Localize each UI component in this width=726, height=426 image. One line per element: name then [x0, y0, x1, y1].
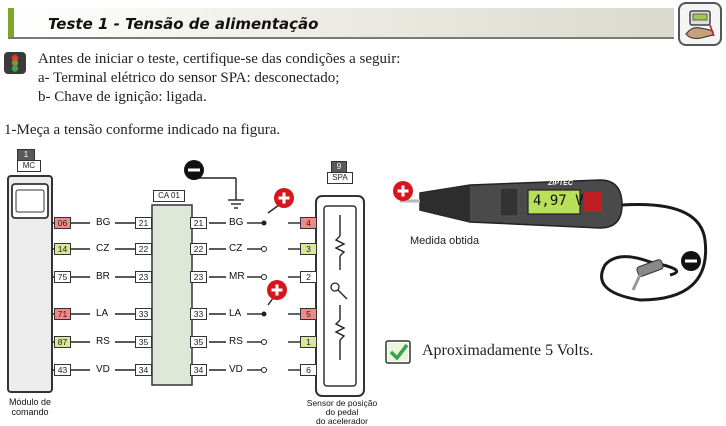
- mc-pin: 14: [54, 243, 71, 255]
- step-text: 1-Meça a tensão conforme indicado na fig…: [4, 122, 281, 138]
- wire-label: MR: [229, 271, 245, 282]
- ca01-code: CA 01: [153, 190, 185, 202]
- label-line: Módulo de: [8, 397, 52, 407]
- module-mc-body: [7, 175, 53, 393]
- spa-body: [315, 195, 365, 397]
- ca01-left-pin: 23: [135, 271, 152, 283]
- mc-pin: 71: [54, 308, 71, 320]
- ca01-left-pin: 22: [135, 243, 152, 255]
- minus-probe-icon: [184, 160, 204, 180]
- multimeter-device: [400, 179, 708, 302]
- spa-pin: 5: [300, 308, 317, 320]
- ca01-right-pin: 33: [190, 308, 207, 320]
- instruction-line: a- Terminal elétrico do sensor SPA: desc…: [38, 70, 340, 86]
- ca01-left-pin: 21: [135, 217, 152, 229]
- label-line: Sensor de posição: [306, 398, 378, 408]
- ca01-left-pin: 34: [135, 364, 152, 376]
- plus-probe-icon: [274, 188, 294, 208]
- traffic-light-icon: [4, 52, 26, 74]
- instruction-line: Antes de iniciar o teste, certifique-se …: [38, 51, 401, 67]
- spa-pin: 1: [300, 336, 317, 348]
- plus-probe-icon: [393, 181, 413, 201]
- spa-pin: 4: [300, 217, 317, 229]
- wire-label: RS: [96, 336, 110, 347]
- meter-brand: ZIPTEC: [548, 180, 573, 187]
- minus-probe-icon: [681, 251, 701, 271]
- ca01-left-pin: 33: [135, 308, 152, 320]
- terminals: [261, 220, 267, 373]
- meter-reading: 4,97 V: [533, 193, 584, 209]
- ca01-body: [151, 204, 193, 386]
- ca01-right-pin: 34: [190, 364, 207, 376]
- mc-pin: 75: [54, 271, 71, 283]
- header-rule: [8, 37, 674, 39]
- result-text: Aproximadamente 5 Volts.: [422, 342, 594, 359]
- wire-label: BG: [229, 217, 244, 228]
- module-mc-label: Módulo de comando: [0, 397, 60, 417]
- wire-label: BR: [96, 271, 110, 282]
- wire-label: CZ: [229, 243, 243, 254]
- label-line: do acelerador: [316, 416, 368, 426]
- ca01-left-pin: 35: [135, 336, 152, 348]
- spa-pin: 2: [300, 271, 317, 283]
- header-bar: [8, 8, 674, 38]
- sensor-spa-code: SPA: [327, 172, 353, 184]
- label-line: comando: [11, 407, 49, 417]
- mc-pin: 87: [54, 336, 71, 348]
- wire-label: RS: [229, 336, 243, 347]
- wire-label: LA: [229, 308, 242, 319]
- check-icon: [385, 340, 411, 364]
- ca01-right-pin: 21: [190, 217, 207, 229]
- ca01-right-pin: 23: [190, 271, 207, 283]
- instructions: Antes de iniciar o teste, certifique-se …: [38, 50, 400, 107]
- wire-label: CZ: [96, 243, 110, 254]
- wire-label: VD: [96, 364, 110, 375]
- mc-pin: 06: [54, 217, 71, 229]
- result-label: Medida obtida: [410, 235, 480, 247]
- sensor-spa-label: Sensor de posição do pedal do acelerador: [296, 399, 388, 426]
- header: Teste 1 - Tensão de alimentação: [0, 0, 726, 46]
- header-accent: [8, 8, 14, 38]
- multimeter-hand-icon: [678, 2, 722, 46]
- plus-probe-icon: [267, 280, 287, 300]
- mc-pin: 43: [54, 364, 71, 376]
- ca01-right-pin: 22: [190, 243, 207, 255]
- wire-label: LA: [96, 308, 109, 319]
- spa-pin: 6: [300, 364, 317, 376]
- label-line: do pedal: [325, 407, 359, 417]
- module-mc-code: MC: [17, 160, 41, 172]
- wire-label: BG: [96, 217, 111, 228]
- key-icon: [330, 282, 348, 300]
- ca01-right-pin: 35: [190, 336, 207, 348]
- spa-pin: 3: [300, 243, 317, 255]
- wire-label: VD: [229, 364, 243, 375]
- page-title: Teste 1 - Tensão de alimentação: [48, 15, 319, 33]
- instruction-line: b- Chave de ignição: ligada.: [38, 89, 207, 105]
